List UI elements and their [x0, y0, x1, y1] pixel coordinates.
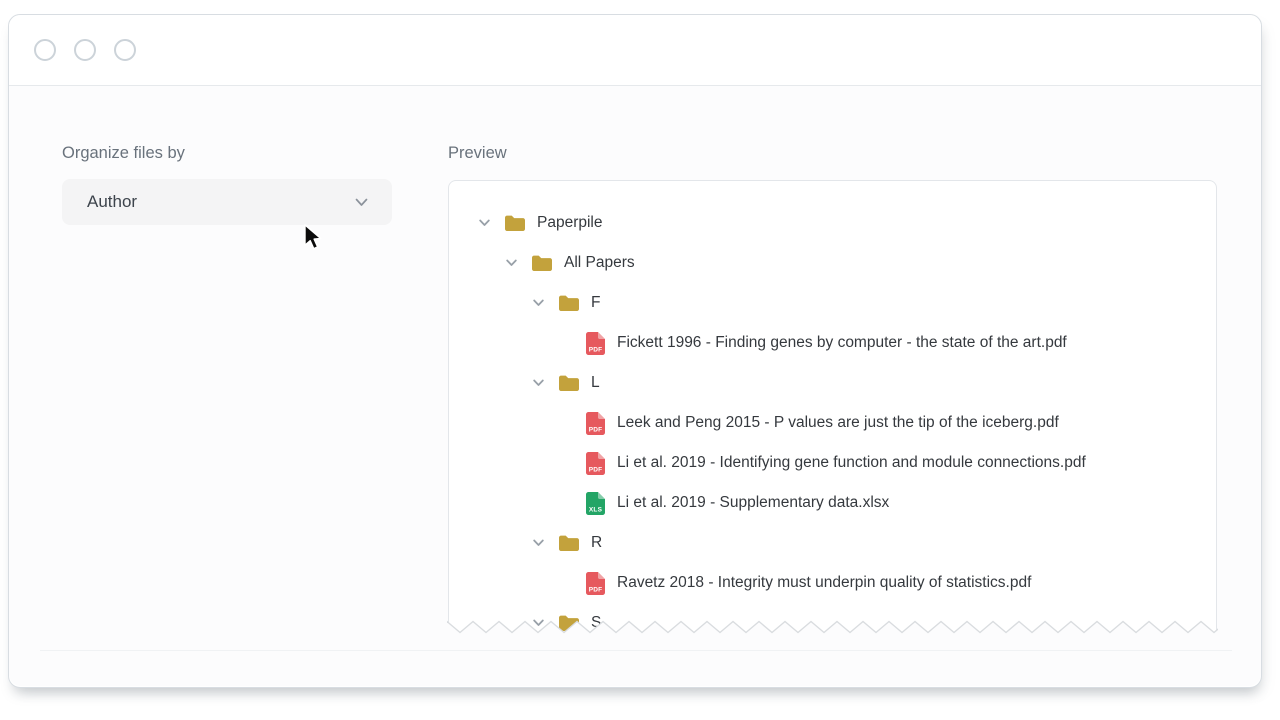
- dropdown-selected-value: Author: [87, 192, 138, 211]
- svg-text:PDF: PDF: [589, 586, 603, 593]
- tree-expand-toggle[interactable]: [533, 299, 559, 307]
- svg-text:PDF: PDF: [589, 346, 603, 353]
- svg-text:PDF: PDF: [589, 426, 603, 433]
- tree-item-label: L: [591, 374, 600, 391]
- tree-folder-row[interactable]: F: [449, 283, 1216, 323]
- footer-divider: [40, 650, 1232, 651]
- pdf-file-icon: PDF: [586, 571, 605, 595]
- folder-icon: [559, 295, 579, 311]
- tree-file-row[interactable]: PDF Ravetz 2018 - Integrity must underpin…: [449, 563, 1216, 603]
- pdf-icon-wrap: PDF: [586, 411, 605, 435]
- tree-file-row[interactable]: XLS Li et al. 2019 - Supplementary data.x…: [449, 483, 1216, 523]
- svg-text:PDF: PDF: [589, 466, 603, 473]
- window-control-minimize[interactable]: [74, 39, 96, 61]
- chevron-down-icon[interactable]: [506, 259, 517, 267]
- pdf-icon-wrap: PDF: [586, 571, 605, 595]
- tree-item-label: Fickett 1996 - Finding genes by computer…: [617, 334, 1067, 351]
- chevron-down-icon[interactable]: [533, 299, 544, 307]
- tree-item-label: All Papers: [564, 254, 635, 271]
- dialog-window: Organize files by Author Preview Paperpi…: [8, 14, 1262, 688]
- organize-by-dropdown[interactable]: Author: [62, 179, 392, 225]
- tree-item-label: Li et al. 2019 - Identifying gene functi…: [617, 454, 1086, 471]
- pdf-icon-wrap: PDF: [586, 451, 605, 475]
- pdf-file-icon: PDF: [586, 451, 605, 475]
- tree-expand-toggle[interactable]: [506, 259, 532, 267]
- tree-folder-row[interactable]: All Papers: [449, 243, 1216, 283]
- chevron-down-icon[interactable]: [533, 539, 544, 547]
- pdf-file-icon: PDF: [586, 331, 605, 355]
- tree-expand-toggle[interactable]: [479, 219, 505, 227]
- tree-item-label: F: [591, 294, 601, 311]
- window-titlebar: [9, 15, 1261, 86]
- tree-expand-toggle[interactable]: [533, 619, 559, 627]
- tree-expand-toggle[interactable]: [533, 539, 559, 547]
- chevron-down-icon[interactable]: [533, 619, 544, 627]
- folder-icon: [532, 255, 552, 271]
- tree-item-label: Paperpile: [537, 214, 603, 231]
- arrow-cursor: [304, 224, 322, 250]
- tree-item-label: Leek and Peng 2015 - P values are just t…: [617, 414, 1059, 431]
- chevron-down-icon[interactable]: [479, 219, 490, 227]
- tree-folder-row[interactable]: Paperpile: [449, 203, 1216, 243]
- folder-icon: [505, 215, 525, 231]
- folder-icon-wrap: [559, 535, 579, 551]
- tree-expand-toggle[interactable]: [533, 379, 559, 387]
- chevron-down-icon[interactable]: [533, 379, 544, 387]
- tree-item-label: R: [591, 534, 603, 551]
- folder-icon-wrap: [505, 215, 525, 231]
- svg-text:XLS: XLS: [589, 506, 603, 513]
- tree-file-row[interactable]: PDF Fickett 1996 - Finding genes by compu…: [449, 323, 1216, 363]
- preview-label: Preview: [448, 144, 507, 162]
- pdf-icon-wrap: PDF: [586, 331, 605, 355]
- organize-files-by-label: Organize files by: [62, 144, 185, 162]
- folder-icon: [559, 375, 579, 391]
- tree-item-label: S: [591, 614, 602, 631]
- window-control-zoom[interactable]: [114, 39, 136, 61]
- torn-edge-decoration: [447, 620, 1218, 637]
- tree-folder-row[interactable]: L: [449, 363, 1216, 403]
- folder-icon-wrap: [559, 295, 579, 311]
- tree-folder-row[interactable]: R: [449, 523, 1216, 563]
- xls-icon-wrap: XLS: [586, 491, 605, 515]
- tree-item-label: Ravetz 2018 - Integrity must underpin qu…: [617, 574, 1032, 591]
- folder-icon-wrap: [532, 255, 552, 271]
- pdf-file-icon: PDF: [586, 411, 605, 435]
- xls-file-icon: XLS: [586, 491, 605, 515]
- folder-icon: [559, 535, 579, 551]
- chevron-down-icon: [355, 198, 368, 206]
- tree-file-row[interactable]: PDF Leek and Peng 2015 - P values are jus…: [449, 403, 1216, 443]
- tree-item-label: Li et al. 2019 - Supplementary data.xlsx: [617, 494, 890, 511]
- window-control-close[interactable]: [34, 39, 56, 61]
- dialog-content: Organize files by Author Preview Paperpi…: [9, 86, 1261, 686]
- folder-icon-wrap: [559, 375, 579, 391]
- tree-file-row[interactable]: PDF Li et al. 2019 - Identifying gene fun…: [449, 443, 1216, 483]
